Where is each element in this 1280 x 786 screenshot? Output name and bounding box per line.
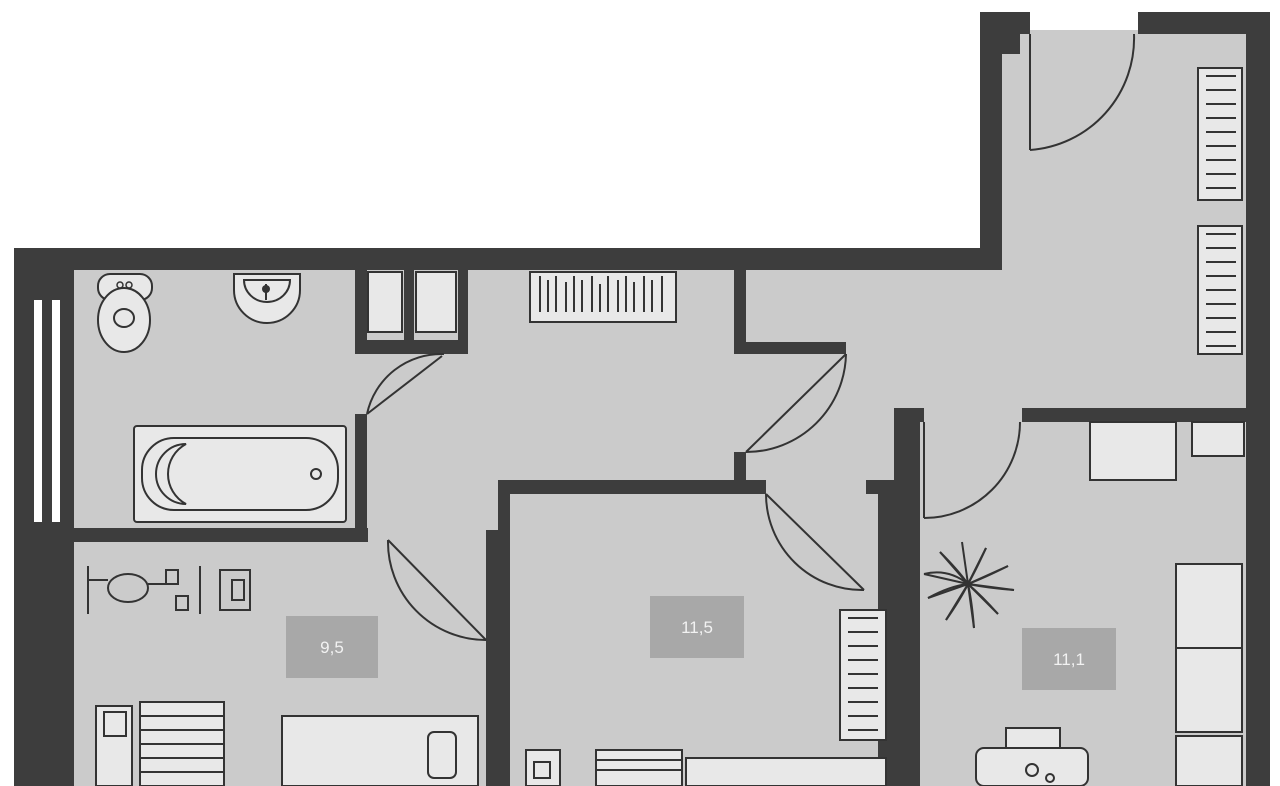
wall-closet-right <box>458 268 468 354</box>
desk-icon <box>95 705 133 786</box>
outer-wall-top-right-a <box>980 12 1030 34</box>
wall-closet-divider <box>404 268 414 354</box>
outer-wall-top-left <box>14 248 1000 270</box>
wall-bath-hall-lower <box>355 414 367 540</box>
wall-room-b-top <box>498 480 766 494</box>
plant-icon <box>923 541 1015 629</box>
radiator-icon <box>139 701 225 786</box>
wall-entry-left <box>1002 30 1020 54</box>
toilet-icon <box>97 273 153 353</box>
wardrobe-icon <box>1197 67 1243 355</box>
wall-room-a-b <box>486 530 498 786</box>
dining-table-icon <box>975 727 1089 786</box>
outer-wall-top-right-b <box>1138 12 1270 34</box>
wall-hall-stub-top <box>734 268 746 354</box>
floor-area <box>72 30 1248 786</box>
area-label-room-a: 9,5 <box>286 616 378 678</box>
outer-wall-right <box>1246 12 1270 786</box>
wardrobe-icon <box>1089 421 1245 786</box>
svg-text:11,1: 11,1 <box>1053 650 1085 669</box>
area-label-room-b: 11,5 <box>650 596 744 658</box>
wardrobe-icon <box>839 609 887 741</box>
svg-text:11,5: 11,5 <box>681 618 713 637</box>
wall-room-c-top-b <box>1022 408 1248 422</box>
radiator-icon <box>595 749 683 786</box>
sink-icon <box>233 273 301 324</box>
outer-wall-step <box>980 12 1002 270</box>
door-swing-icon <box>366 33 1136 641</box>
wall-bath-room-a <box>72 528 368 542</box>
area-label-room-c: 11,1 <box>1022 628 1116 690</box>
radiator-icon <box>529 271 677 323</box>
washing-machine-icon <box>367 271 457 333</box>
bed-icon <box>685 757 887 786</box>
window-icon <box>28 300 66 526</box>
wall-hall-stub-h <box>734 342 846 354</box>
wall-room-b-left <box>498 480 510 786</box>
chair-icon <box>525 749 561 786</box>
wall-room-c-top-a <box>894 408 924 422</box>
bed-icon <box>281 715 479 786</box>
bathtub-icon <box>133 425 347 523</box>
wall-room-c-left <box>894 408 920 786</box>
utility-icon <box>87 566 251 614</box>
wall-bath-hall <box>355 268 367 354</box>
svg-text:9,5: 9,5 <box>320 638 344 657</box>
